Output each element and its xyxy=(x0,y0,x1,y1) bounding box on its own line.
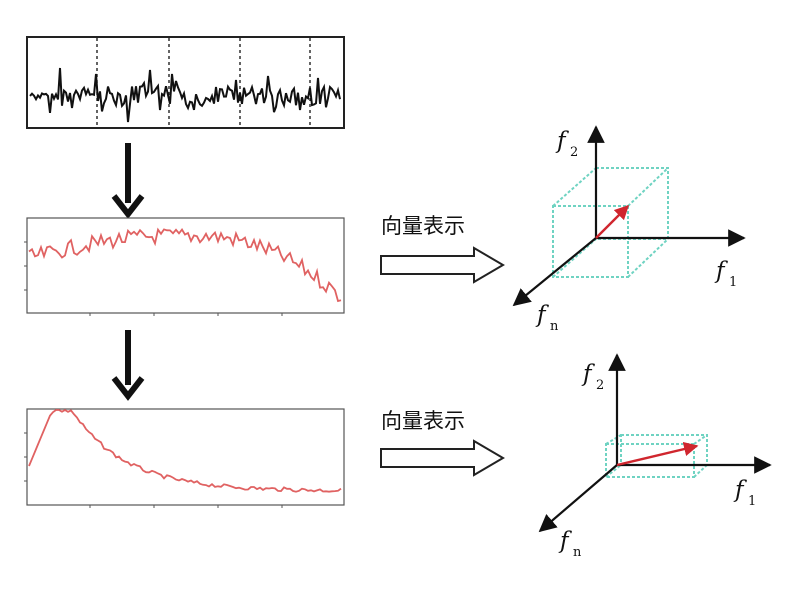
svg-text:1: 1 xyxy=(729,275,737,290)
axis-label-fn: f xyxy=(558,528,572,554)
axis-label-f1: f xyxy=(733,477,747,503)
axis-label-f2: f xyxy=(581,361,595,387)
svg-text:1: 1 xyxy=(748,494,756,509)
axis-label-fn: f xyxy=(535,302,549,328)
axis-label-f2: f xyxy=(555,128,569,154)
feature-space-axes-1: f 2 f 1 f n xyxy=(512,125,746,334)
down-arrow-icon xyxy=(111,330,145,401)
vector-representation-label-1: 向量表示 xyxy=(381,214,465,238)
axis-label-f1: f xyxy=(714,258,728,284)
svg-text:2: 2 xyxy=(570,145,578,160)
vector-representation-label-2: 向量表示 xyxy=(381,409,465,433)
down-arrow-icon xyxy=(111,143,145,219)
spectrum-curve-1 xyxy=(28,227,342,303)
svg-text:n: n xyxy=(573,545,582,560)
svg-text:2: 2 xyxy=(596,378,604,393)
svg-text:n: n xyxy=(550,319,559,334)
time-signal-waveform xyxy=(29,67,341,123)
right-arrow-icon xyxy=(380,439,505,477)
spectrum-panel-2 xyxy=(24,408,345,508)
right-arrow-icon xyxy=(380,246,505,284)
time-signal-panel xyxy=(26,36,345,129)
spectrum-panel-1 xyxy=(24,217,345,316)
feature-space-axes-2: f 2 f 1 f n xyxy=(538,353,772,560)
spectrum-curve-2 xyxy=(28,408,342,493)
